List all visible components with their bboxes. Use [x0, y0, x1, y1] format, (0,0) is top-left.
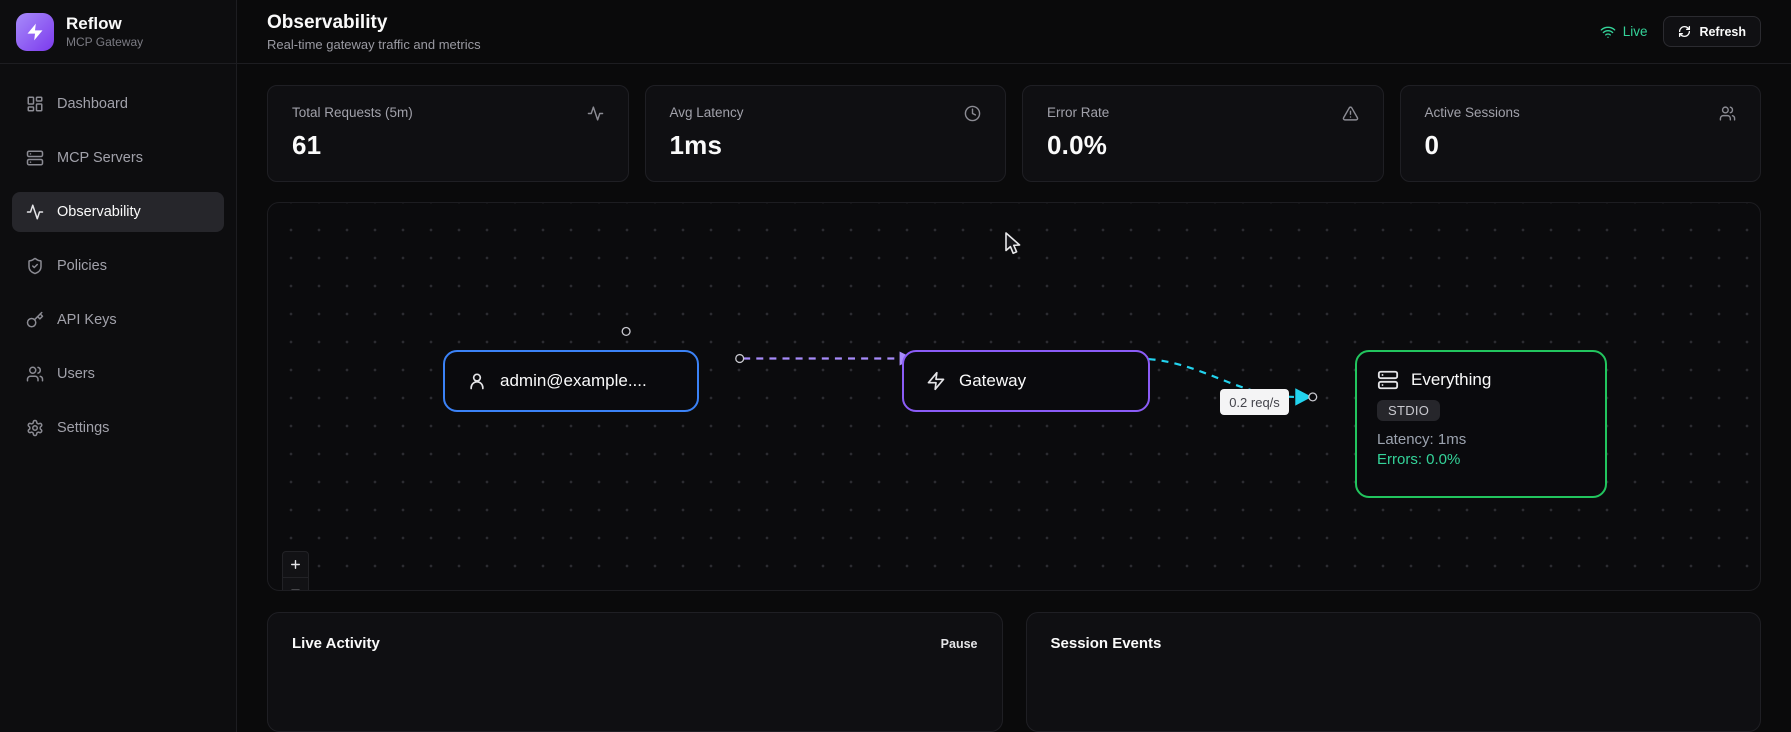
- live-activity-panel: Live Activity Pause: [267, 612, 1003, 732]
- sidebar-item-mcp-servers[interactable]: MCP Servers: [12, 138, 224, 178]
- flow-canvas[interactable]: admin@example.... Gateway Everything STD…: [267, 202, 1761, 591]
- live-status-badge: Live: [1600, 24, 1648, 40]
- sidebar-item-api-keys[interactable]: API Keys: [12, 300, 224, 340]
- flow-controls: [282, 551, 309, 590]
- stat-card-error-rate: Error Rate 0.0%: [1022, 85, 1384, 182]
- edge-rate-label: 0.2 req/s: [1220, 389, 1289, 415]
- refresh-icon: [1678, 25, 1691, 38]
- refresh-label: Refresh: [1699, 24, 1746, 39]
- zap-icon: [926, 371, 946, 391]
- flow-node-server[interactable]: Everything STDIO Latency: 1ms Errors: 0.…: [1355, 350, 1607, 498]
- sidebar: Reflow MCP Gateway Dashboard MCP Servers…: [0, 0, 237, 732]
- server-icon: [1377, 369, 1399, 391]
- wifi-icon: [1600, 24, 1616, 40]
- session-events-title: Session Events: [1050, 635, 1162, 652]
- sidebar-item-policies[interactable]: Policies: [12, 246, 224, 286]
- stat-value: 0: [1424, 130, 1440, 160]
- client-node-label: admin@example....: [500, 371, 647, 390]
- key-icon: [26, 311, 44, 329]
- page-header: Observability Real-time gateway traffic …: [237, 0, 1791, 64]
- bottom-panels: Live Activity Pause Session Events: [267, 612, 1761, 732]
- gear-icon: [26, 419, 44, 437]
- server-node-title: Everything: [1411, 370, 1492, 389]
- user-icon: [467, 371, 487, 391]
- page-title: Observability: [267, 11, 388, 33]
- clock-icon: [964, 105, 981, 122]
- sidebar-item-label: Policies: [57, 258, 107, 274]
- stat-value: 1ms: [669, 130, 723, 160]
- stat-label: Error Rate: [1047, 105, 1110, 120]
- flow-node-gateway[interactable]: Gateway: [902, 350, 1150, 412]
- stat-value: 61: [292, 130, 322, 160]
- stats-row: Total Requests (5m) 61 Avg Latency 1ms: [267, 85, 1761, 182]
- users-icon: [1719, 105, 1736, 122]
- main-area: Observability Real-time gateway traffic …: [237, 0, 1791, 732]
- app-logo: Reflow MCP Gateway: [0, 0, 236, 64]
- server-latency: Latency: 1ms: [1377, 431, 1467, 448]
- live-label: Live: [1622, 24, 1648, 39]
- sidebar-item-label: Users: [57, 366, 95, 382]
- stat-label: Avg Latency: [669, 105, 744, 120]
- stat-value: 0.0%: [1047, 130, 1108, 160]
- session-events-panel: Session Events: [1025, 612, 1761, 732]
- gateway-node-label: Gateway: [959, 371, 1027, 390]
- app-subtitle: MCP Gateway: [66, 35, 144, 50]
- zap-logo-icon: [16, 12, 54, 51]
- activity-icon: [26, 203, 44, 221]
- stat-label: Total Requests (5m): [292, 105, 413, 120]
- activity-icon: [587, 105, 604, 122]
- page-content: Total Requests (5m) 61 Avg Latency 1ms: [237, 64, 1791, 732]
- servers-icon: [26, 149, 44, 167]
- sidebar-item-label: Dashboard: [57, 96, 128, 112]
- transport-badge: STDIO: [1377, 400, 1441, 421]
- alert-triangle-icon: [1342, 105, 1359, 122]
- server-errors: Errors: 0.0%: [1377, 451, 1461, 468]
- shield-check-icon: [26, 257, 44, 275]
- stat-label: Active Sessions: [1424, 105, 1520, 120]
- pause-button[interactable]: Pause: [940, 636, 978, 651]
- sidebar-item-settings[interactable]: Settings: [12, 408, 224, 448]
- sidebar-item-observability[interactable]: Observability: [12, 192, 224, 232]
- dashboard-icon: [26, 95, 44, 113]
- sidebar-item-label: API Keys: [57, 312, 117, 328]
- sidebar-nav: Dashboard MCP Servers Observability Poli…: [0, 64, 236, 482]
- sidebar-item-users[interactable]: Users: [12, 354, 224, 394]
- stat-card-active-sessions: Active Sessions 0: [1399, 85, 1761, 182]
- stat-card-total-requests: Total Requests (5m) 61: [267, 85, 629, 182]
- zoom-out-button[interactable]: [283, 578, 308, 590]
- zoom-in-button[interactable]: [283, 552, 308, 578]
- app-name: Reflow: [66, 13, 122, 33]
- sidebar-item-label: MCP Servers: [57, 150, 143, 166]
- live-activity-title: Live Activity: [292, 635, 380, 652]
- mouse-cursor-icon: [1005, 232, 1021, 255]
- sidebar-item-label: Settings: [57, 420, 110, 436]
- sidebar-item-dashboard[interactable]: Dashboard: [12, 84, 224, 124]
- page-subtitle: Real-time gateway traffic and metrics: [267, 36, 481, 52]
- sidebar-item-label: Observability: [57, 204, 141, 220]
- stat-card-avg-latency: Avg Latency 1ms: [644, 85, 1006, 182]
- refresh-button[interactable]: Refresh: [1663, 16, 1761, 47]
- users-icon: [26, 365, 44, 383]
- flow-node-client[interactable]: admin@example....: [443, 350, 699, 412]
